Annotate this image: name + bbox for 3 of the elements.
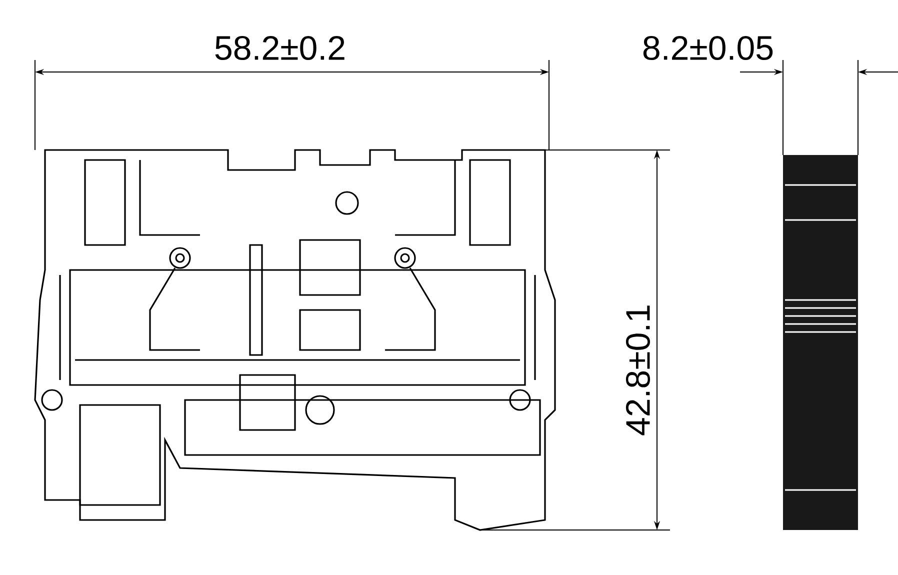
dimension-label: 42.8±0.1 (626, 306, 650, 436)
dimension-label: 58.2±0.2 (215, 36, 344, 60)
dimension-label: 8.2±0.05 (643, 36, 773, 60)
